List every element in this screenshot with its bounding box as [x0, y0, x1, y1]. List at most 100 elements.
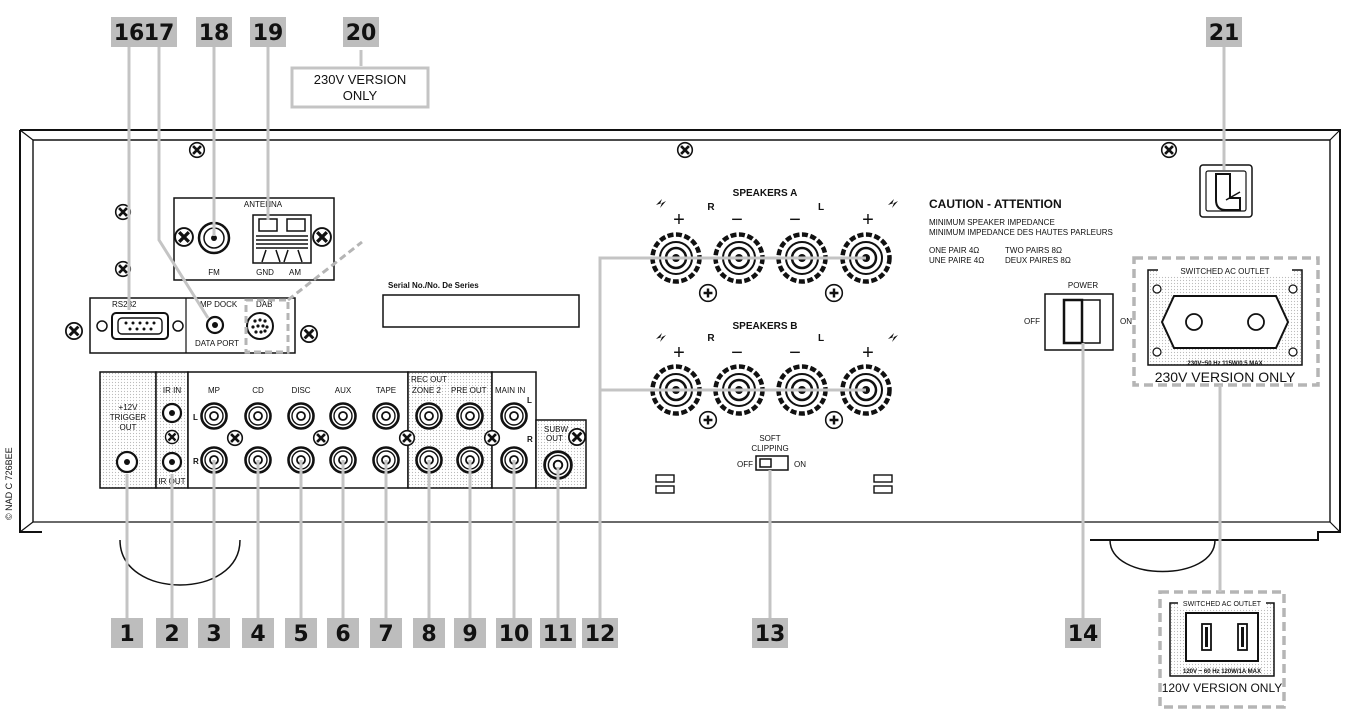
rec-out-label: REC OUT: [411, 375, 447, 384]
switched-ac-outlet-label-120: SWITCHED AC OUTLET: [1183, 601, 1262, 608]
am-label: AM: [289, 268, 301, 277]
soft-clipping-off-label: OFF: [737, 460, 753, 469]
version-230-note-box: [290, 66, 430, 109]
ir-in-label: IR IN: [163, 386, 181, 395]
dab-label: DAB: [256, 300, 272, 309]
channel-l-label: L: [193, 413, 198, 422]
callout-9: 9: [462, 622, 477, 647]
aux-label: AUX: [335, 386, 352, 395]
gnd-label: GND: [256, 268, 274, 277]
speakers-b-l-label: L: [818, 333, 824, 344]
callout-18: 18: [199, 21, 230, 46]
antenna-module: ANTENNA FM GND AM: [173, 197, 335, 281]
serial-label: Serial No./No. De Series: [388, 281, 479, 290]
channel-r-label: R: [193, 457, 199, 466]
callout-20: 20: [346, 21, 377, 46]
power-label: POWER: [1068, 281, 1098, 290]
callout-8: 8: [421, 622, 436, 647]
speakers-b-r-plus: +: [673, 342, 685, 364]
zone2-label: ZONE 2: [412, 386, 441, 395]
version-230-note-line1: 230V VERSION: [314, 72, 407, 87]
copyright-text: © NAD C 726BEE: [4, 447, 14, 520]
min-impedance-en: MINIMUM SPEAKER IMPEDANCE: [929, 218, 1055, 227]
min-impedance-fr: MINIMUM IMPEDANCE DES HAUTES PARLEURS: [929, 228, 1113, 237]
tape-label: TAPE: [376, 386, 396, 395]
caution-title: CAUTION - ATTENTION: [929, 197, 1062, 211]
dab-port[interactable]: [246, 312, 274, 340]
data-port-label: DATA PORT: [195, 339, 239, 348]
speakers-a-r-minus: −: [731, 209, 743, 231]
rs232-label: RS232: [112, 300, 137, 309]
lightning-icon: [888, 333, 898, 342]
ac-outlet-230v: SWITCHED AC OUTLET 230V~50 Hz 115W/0.5 M…: [1132, 256, 1320, 387]
power-off-label: OFF: [1024, 317, 1040, 326]
callout-14: 14: [1068, 622, 1099, 647]
ac-120-rating: 120V ~ 60 Hz 120W/1A MAX: [1183, 669, 1261, 675]
callout-11: 11: [543, 622, 574, 647]
callout-2: 2: [164, 622, 179, 647]
callout-1: 1: [119, 622, 134, 647]
main-in-r-label: R: [527, 435, 533, 444]
version-230-note-line2: ONLY: [343, 88, 378, 103]
subw-label-1: SUBW: [544, 425, 568, 434]
ac-120-version-label: 120V VERSION ONLY: [1162, 681, 1283, 695]
speakers-a-l-label: L: [818, 202, 824, 213]
speakers-b: SPEAKERS B R L + − − +: [653, 321, 898, 430]
antenna-label: ANTENNA: [244, 200, 283, 209]
fm-label: FM: [208, 268, 220, 277]
trigger-panel: +12V TRIGGER OUT: [99, 371, 157, 489]
callout-5: 5: [293, 622, 308, 647]
pre-out-label: PRE OUT: [451, 386, 487, 395]
speakers-a-l-minus: −: [789, 209, 801, 231]
speakers-a-r-label: R: [707, 202, 715, 213]
one-pair: ONE PAIR 4Ω: [929, 246, 979, 255]
soft-clipping-on-label: ON: [794, 460, 806, 469]
une-paire: UNE PAIRE 4Ω: [929, 256, 984, 265]
main-in-l-label: L: [527, 396, 532, 405]
speakers-b-r-minus: −: [731, 342, 743, 364]
vent-slots: [655, 474, 893, 494]
cd-label: CD: [252, 386, 264, 395]
dab-leader-line: [287, 240, 363, 302]
soft-clipping-switch[interactable]: SOFT CLIPPING OFF ON: [737, 434, 806, 471]
trigger-label-3: OUT: [120, 423, 137, 432]
speakers-a: SPEAKERS A R L + − − +: [653, 188, 898, 303]
dab-highlight: [244, 298, 290, 354]
trigger-label-1: +12V: [119, 403, 139, 412]
ir-panel: IR IN IR OUT: [155, 371, 189, 489]
callout-6: 6: [335, 622, 350, 647]
callout-4: 4: [250, 622, 265, 647]
callout-16: 16: [114, 21, 145, 46]
callout-3: 3: [206, 622, 221, 647]
callout-13: 13: [755, 622, 786, 647]
lightning-icon: [656, 199, 666, 208]
power-cord-inlet: [1199, 164, 1253, 218]
deux-paires: DEUX PAIRES 8Ω: [1005, 256, 1071, 265]
callout-boxes: [111, 17, 1242, 648]
speakers-b-l-minus: −: [789, 342, 801, 364]
subw-label-2: OUT: [546, 434, 563, 443]
serial-plate: [382, 294, 580, 328]
power-on-label: ON: [1120, 317, 1132, 326]
trigger-label-2: TRIGGER: [110, 413, 147, 422]
switched-ac-outlet-label-230: SWITCHED AC OUTLET: [1180, 267, 1269, 276]
control-port-module: RS232 MP DOCK DATA PORT DAB: [64, 297, 319, 354]
lightning-icon: [656, 333, 666, 342]
caution-block: CAUTION - ATTENTION MINIMUM SPEAKER IMPE…: [929, 197, 1113, 265]
callout-21: 21: [1209, 21, 1240, 46]
speakers-a-l-plus: +: [862, 209, 874, 231]
lightning-icon: [888, 199, 898, 208]
two-pairs: TWO PAIRS 8Ω: [1005, 246, 1062, 255]
main-in-label: MAIN IN: [495, 386, 525, 395]
callout-7: 7: [378, 622, 393, 647]
am-terminal-block[interactable]: [252, 214, 312, 264]
ac-outlet-120v: SWITCHED AC OUTLET 120V ~ 60 Hz 120W/1A …: [1158, 590, 1286, 709]
ac-230-version-label: 230V VERSION ONLY: [1155, 369, 1296, 385]
disc-label: DISC: [291, 386, 310, 395]
speakers-a-label: SPEAKERS A: [733, 188, 798, 199]
mp-dock-label: MP DOCK: [200, 300, 238, 309]
speakers-a-r-plus: +: [673, 209, 685, 231]
power-switch[interactable]: POWER OFF ON: [1024, 281, 1132, 351]
callout-17: 17: [144, 21, 175, 46]
